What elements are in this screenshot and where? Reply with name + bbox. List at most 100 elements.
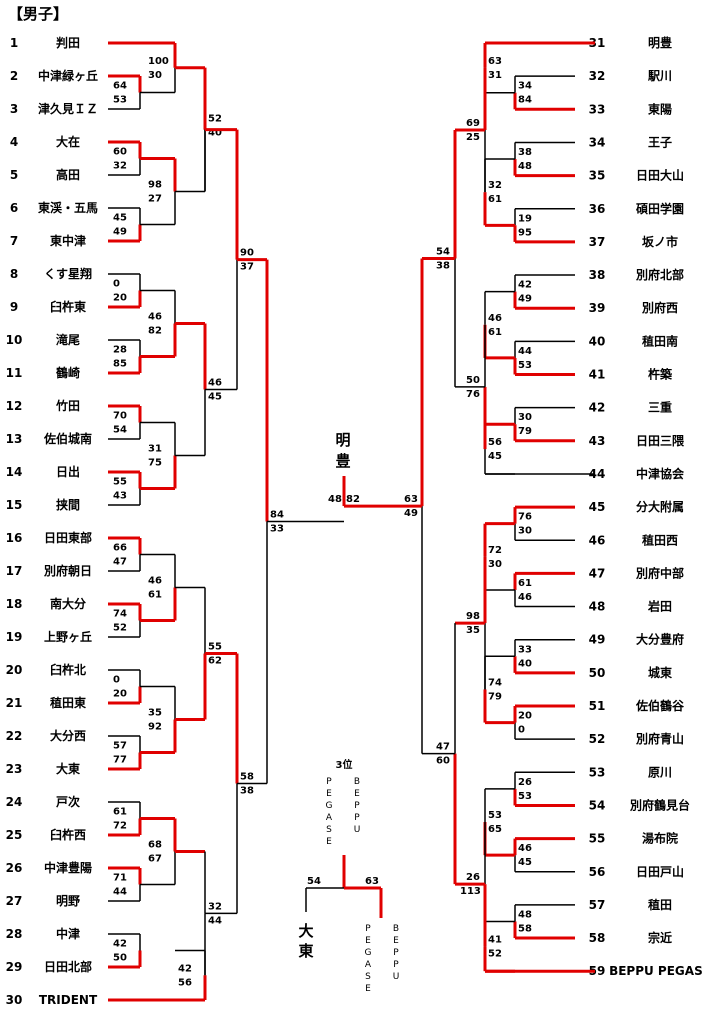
score: 66	[113, 543, 127, 554]
seed-number: 59	[589, 964, 606, 978]
score: 40	[518, 658, 532, 669]
third-place-team-letter: E	[393, 936, 399, 946]
team-name: 佐伯城南	[43, 431, 92, 446]
score: 98	[466, 611, 480, 622]
team-name: 挟間	[56, 497, 80, 512]
score: 33	[270, 524, 284, 535]
score: 42	[178, 963, 192, 974]
seed-number: 44	[589, 467, 606, 481]
seed-number: 47	[589, 566, 606, 580]
team-name: 中津	[56, 926, 80, 941]
score: 31	[148, 444, 162, 455]
team-name: 別府青山	[635, 731, 684, 746]
score: 54	[436, 246, 450, 257]
score: 56	[488, 437, 502, 448]
seed-number: 15	[6, 498, 23, 512]
score: 43	[113, 491, 127, 502]
score: 32	[113, 161, 127, 172]
team-name: 大在	[56, 134, 80, 149]
third-place-winner: 大	[298, 922, 313, 940]
score: 40	[208, 128, 222, 139]
score: 53	[488, 810, 502, 821]
team-name: 判田	[56, 35, 80, 50]
seed-number: 53	[589, 765, 606, 779]
team-name: 稙田西	[642, 532, 678, 547]
score: 77	[113, 755, 127, 766]
score: 76	[466, 389, 480, 400]
score: 55	[208, 642, 222, 653]
score: 20	[518, 711, 532, 722]
team-name: 竹田	[55, 398, 80, 413]
score: 68	[148, 840, 162, 851]
seed-number: 1	[10, 36, 18, 50]
seed-number: 4	[10, 135, 18, 149]
team-name: 大分豊府	[636, 632, 684, 647]
score: 52	[113, 623, 127, 634]
team-name: 東渓・五馬	[38, 200, 98, 215]
score: 38	[240, 785, 254, 796]
score: 46	[208, 378, 222, 389]
seed-number: 56	[589, 865, 606, 879]
score: 27	[148, 194, 162, 205]
score: 48	[328, 494, 342, 505]
score: 49	[404, 508, 418, 519]
third-place-team-letter: P	[354, 801, 360, 811]
score: 46	[488, 313, 502, 324]
seed-number: 45	[589, 500, 606, 514]
seed-number: 50	[589, 666, 606, 680]
team-name: 別府西	[641, 300, 678, 315]
score: 57	[113, 741, 127, 752]
score: 50	[113, 953, 127, 964]
score: 25	[466, 132, 480, 143]
seed-number: 32	[589, 69, 606, 83]
team-name: 滝尾	[56, 332, 80, 347]
score: 53	[518, 360, 532, 371]
score: 32	[208, 901, 222, 912]
third-place-team-letter: B	[393, 924, 399, 934]
score: 46	[148, 312, 162, 323]
third-place-team-letter: P	[354, 813, 360, 823]
score: 52	[208, 114, 222, 125]
third-place-team-letter: U	[393, 972, 400, 982]
seed-number: 13	[6, 432, 23, 446]
team-name: 明野	[56, 894, 80, 908]
team-name: 別府鶴見台	[629, 797, 690, 812]
seed-number: 58	[589, 931, 606, 945]
seed-number: 33	[589, 102, 606, 116]
score: 30	[518, 526, 532, 537]
score: 0	[518, 725, 525, 736]
seed-number: 8	[10, 267, 18, 281]
seed-number: 5	[10, 168, 18, 182]
score: 72	[488, 545, 502, 556]
score: 61	[148, 590, 162, 601]
score: 0	[113, 279, 120, 290]
score: 90	[240, 248, 254, 259]
score: 19	[518, 213, 532, 224]
score: 58	[240, 771, 254, 782]
seed-number: 18	[6, 597, 23, 611]
score: 95	[518, 227, 532, 238]
team-name: 稙田	[648, 897, 672, 912]
score: 42	[113, 939, 127, 950]
team-name: 東中津	[50, 233, 86, 248]
seed-number: 22	[6, 729, 23, 743]
score: 82	[346, 494, 360, 505]
team-name: 別府中部	[635, 565, 684, 580]
seed-number: 26	[6, 861, 23, 875]
score: 60	[113, 147, 127, 158]
score: 26	[466, 872, 480, 883]
seed-number: 21	[6, 696, 23, 710]
team-name: 稙田東	[50, 695, 86, 710]
score: 44	[208, 915, 222, 926]
score: 48	[518, 909, 532, 920]
score: 41	[488, 934, 502, 945]
score: 61	[488, 194, 502, 205]
seed-number: 36	[589, 202, 606, 216]
third-place-team-letter: U	[354, 825, 361, 835]
score: 44	[113, 887, 127, 898]
team-name: 津久見ＩＺ	[38, 101, 98, 116]
score: 30	[148, 70, 162, 81]
seed-number: 49	[589, 633, 606, 647]
seed-number: 17	[6, 564, 23, 578]
seed-number: 51	[589, 699, 606, 713]
